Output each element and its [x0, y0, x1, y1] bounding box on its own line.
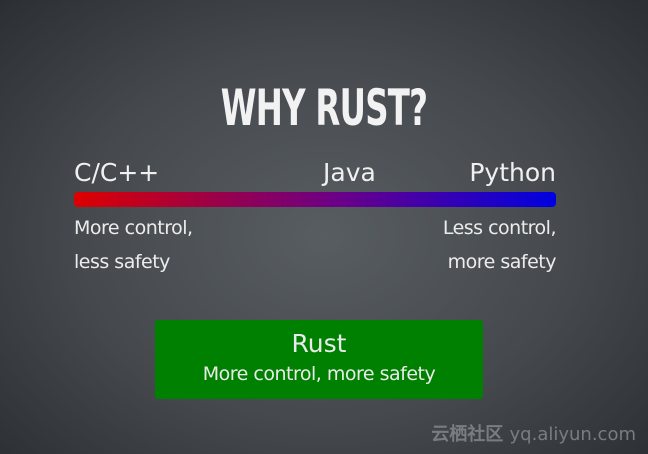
watermark: 云栖社区 yq.aliyun.com: [431, 420, 636, 446]
watermark-brand: 云栖社区: [431, 424, 504, 445]
left-description: More control, less safety: [74, 211, 193, 279]
left-desc-line-2: less safety: [74, 251, 170, 273]
watermark-url: yq.aliyun.com: [509, 424, 636, 445]
right-desc-line-2: more safety: [447, 251, 557, 273]
rust-highlight-box: Rust More control, more safety: [155, 320, 483, 399]
label-c-cpp: C/C++: [74, 158, 160, 187]
right-desc-line-1: Less control,: [442, 217, 557, 239]
label-python: Python: [469, 158, 556, 187]
control-safety-gradient-bar: [74, 192, 556, 207]
left-desc-line-1: More control,: [74, 217, 193, 239]
rust-title: Rust: [291, 329, 347, 358]
right-description: Less control, more safety: [442, 211, 557, 279]
rust-subtitle: More control, more safety: [202, 363, 436, 385]
label-java: Java: [323, 158, 376, 187]
slide-title: WHY RUST?: [220, 79, 428, 137]
